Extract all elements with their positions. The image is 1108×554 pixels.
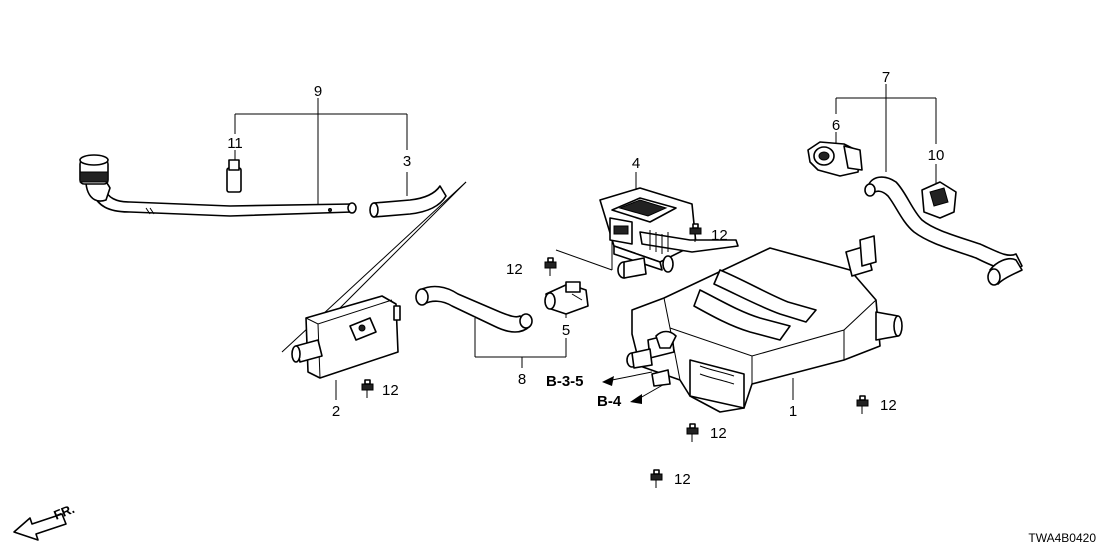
bolts-part-12 xyxy=(361,223,869,488)
reference-arrows xyxy=(602,376,642,404)
callout-8: 8 xyxy=(518,371,526,388)
bolt-e-icon xyxy=(686,423,699,442)
connector-part-10 xyxy=(921,168,957,219)
air-filter-part-2 xyxy=(291,295,401,379)
callout-6: 6 xyxy=(832,117,840,134)
bolt-f-icon xyxy=(650,469,663,488)
hose-part-8 xyxy=(415,285,533,333)
callout-12-c: 12 xyxy=(382,382,399,399)
tube-assembly-part-9 xyxy=(79,154,357,217)
diagram-code: TWA4B0420 xyxy=(1028,531,1096,545)
callout-labels: 9 11 3 7 6 10 4 12 12 5 8 12 2 1 12 12 1… xyxy=(227,69,944,488)
callout-3: 3 xyxy=(403,153,411,170)
callout-5: 5 xyxy=(562,322,570,339)
joint-part-5 xyxy=(544,281,589,315)
callout-7: 7 xyxy=(882,69,890,86)
reference-label-b35: B-3-5 xyxy=(546,373,584,390)
bolt-a-icon xyxy=(544,257,557,276)
bolt-d-icon xyxy=(856,395,869,414)
callout-9: 9 xyxy=(314,83,322,100)
callout-12-f: 12 xyxy=(674,471,691,488)
arrow-b4-icon xyxy=(630,394,642,404)
reference-label-b4: B-4 xyxy=(597,393,622,410)
hose-part-3 xyxy=(369,185,447,218)
callout-12-e: 12 xyxy=(710,425,727,442)
callout-2: 2 xyxy=(332,403,340,420)
direction-label: FR. xyxy=(52,501,77,523)
canister-part-1 xyxy=(626,235,903,413)
clip-part-11 xyxy=(226,150,242,193)
arrow-b35-icon xyxy=(602,376,614,386)
hose-part-7 xyxy=(864,176,1023,286)
callout-4: 4 xyxy=(632,155,640,172)
callout-12-a: 12 xyxy=(506,261,523,278)
callout-12-d: 12 xyxy=(880,397,897,414)
callout-12-b: 12 xyxy=(711,227,728,244)
connector-part-6 xyxy=(807,141,863,177)
callout-1: 1 xyxy=(789,403,797,420)
callout-11: 11 xyxy=(227,135,243,152)
front-direction-arrow-icon xyxy=(13,513,67,541)
bolt-b-icon xyxy=(689,223,702,242)
callout-10: 10 xyxy=(928,147,945,164)
bolt-c-icon xyxy=(361,379,374,398)
canister-valve-part-4 xyxy=(599,187,739,279)
